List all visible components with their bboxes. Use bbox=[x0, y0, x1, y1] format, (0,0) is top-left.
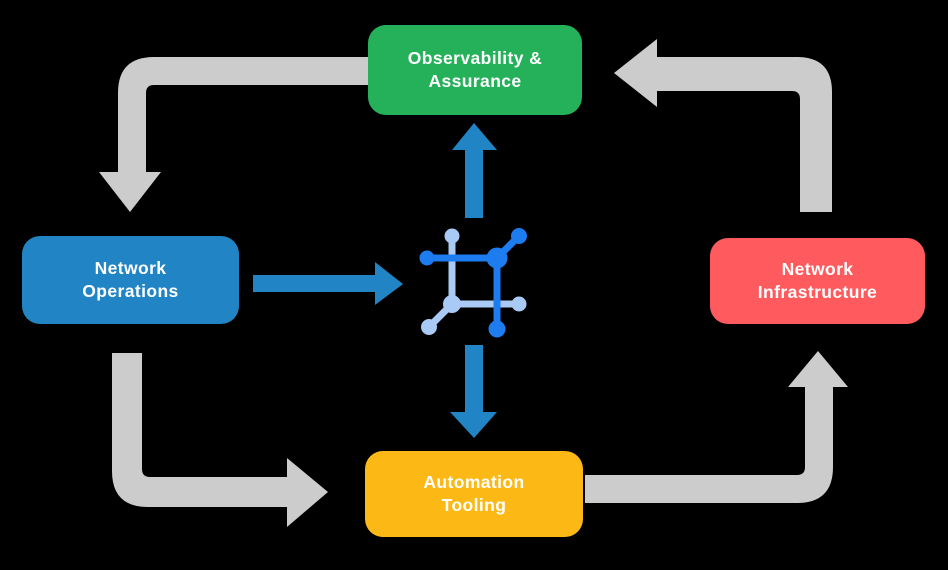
node-label-line2: Tooling bbox=[441, 495, 507, 515]
mesh-node bbox=[511, 228, 527, 244]
flow-arrow-observability-to-operations bbox=[99, 57, 368, 212]
network-mesh-light-nodes bbox=[421, 228, 527, 335]
node-network-infrastructure: Network Infrastructure bbox=[710, 238, 925, 324]
flow-arrow-automation-to-infrastructure bbox=[585, 351, 848, 503]
mesh-node bbox=[419, 250, 435, 266]
node-label-line2: Assurance bbox=[428, 71, 522, 91]
mesh-node bbox=[421, 319, 437, 335]
network-mesh-icon bbox=[419, 228, 527, 338]
node-network-operations: Network Operations bbox=[22, 236, 239, 324]
mesh-node bbox=[486, 247, 508, 269]
node-label-line1: Network bbox=[94, 257, 167, 278]
io-arrow-operations-to-center bbox=[253, 262, 403, 305]
node-automation-tooling: Automation Tooling bbox=[365, 451, 583, 537]
mesh-node bbox=[443, 295, 461, 313]
node-label-line1: Network bbox=[781, 258, 854, 279]
node-observability-assurance: Observability & Assurance bbox=[368, 25, 582, 115]
flow-arrow-operations-to-automation bbox=[112, 353, 328, 527]
network-mesh-dark-nodes bbox=[419, 228, 527, 338]
mesh-node bbox=[444, 228, 460, 244]
io-arrow-center-to-observability bbox=[452, 123, 497, 218]
mesh-node bbox=[488, 320, 506, 338]
node-label-line2: Operations bbox=[82, 281, 179, 301]
node-label-line1: Automation bbox=[423, 471, 525, 492]
io-arrow-center-to-automation bbox=[450, 345, 497, 438]
flow-arrow-infrastructure-to-observability bbox=[614, 39, 832, 212]
node-label-line1: Observability & bbox=[407, 47, 543, 68]
node-label-line2: Infrastructure bbox=[757, 282, 878, 302]
mesh-node bbox=[511, 296, 527, 312]
